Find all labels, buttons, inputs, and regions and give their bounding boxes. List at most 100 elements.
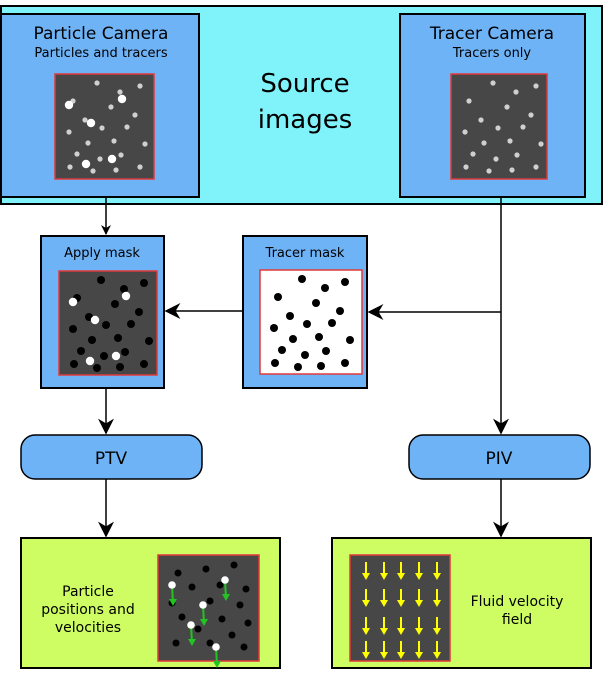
- masked-tracer-dot: [116, 363, 124, 371]
- velocity-vector-head: [362, 573, 370, 580]
- mask-dot: [312, 299, 320, 307]
- particle-camera-image: [54, 73, 155, 180]
- tracer-mask-panel: Tracer mask: [242, 235, 368, 389]
- mask-dot: [289, 335, 297, 343]
- velocity-vector-head: [380, 573, 388, 580]
- particle-camera-subtitle: Particles and tracers: [34, 46, 167, 61]
- source-images-line-1: Source: [260, 69, 349, 99]
- masked-tracer-dot: [93, 364, 101, 372]
- masked-tracer-dot: [218, 615, 226, 623]
- mask-dot: [274, 293, 282, 301]
- piv-output-line-1: Fluid velocity: [471, 594, 564, 610]
- velocity-vector-head: [415, 652, 423, 659]
- tracer-dot: [520, 124, 526, 130]
- mask-dot: [286, 312, 294, 320]
- apply-mask-dots: [68, 276, 153, 372]
- particle-dot: [81, 159, 91, 169]
- masked-tracer-dot: [88, 336, 96, 344]
- particle-dot: [221, 576, 229, 584]
- velocity-vector-head: [380, 652, 388, 659]
- tracer-dot: [514, 152, 520, 158]
- particle-dot: [90, 315, 100, 325]
- tracer-dot: [493, 156, 499, 162]
- tracer-dot: [470, 151, 476, 157]
- masked-tracer-dot: [127, 320, 135, 328]
- masked-tracer-dot: [202, 565, 210, 573]
- particle-dot: [111, 351, 121, 361]
- mask-dot: [270, 324, 278, 332]
- masked-tracer-dot: [77, 347, 85, 355]
- masked-tracer-dot: [236, 601, 244, 609]
- masked-tracer-dot: [114, 334, 122, 342]
- particle-camera-panel: Particle Camera Particles and tracers: [0, 13, 200, 198]
- tracer-dot: [528, 112, 534, 118]
- masked-tracer-dot: [174, 569, 182, 577]
- mask-dot: [294, 363, 302, 371]
- piv-label: PIV: [486, 449, 513, 469]
- tracer-dot: [478, 117, 484, 123]
- particle-dot: [64, 100, 74, 110]
- masked-tracer-dot: [206, 597, 214, 605]
- tracer-dot: [97, 156, 103, 162]
- tracer-dot: [490, 80, 496, 86]
- particle-dot: [107, 154, 117, 164]
- tracer-dot: [66, 129, 72, 135]
- particle-dot: [168, 581, 176, 589]
- tracer-camera-panel: Tracer Camera Tracers only: [399, 13, 586, 198]
- masked-tracer-dot: [97, 276, 105, 284]
- tracer-dot: [111, 138, 117, 144]
- particle-dot: [199, 601, 207, 609]
- masked-tracer-dot: [111, 300, 119, 308]
- mask-dot: [341, 278, 349, 286]
- tracer-dot: [67, 164, 73, 170]
- source-images-line-2: images: [258, 105, 353, 135]
- mask-dot: [336, 307, 344, 315]
- ptv-output-line-1: Particle: [62, 584, 114, 600]
- tracer-mask-dots: [270, 275, 354, 371]
- mask-dot: [301, 351, 309, 359]
- tracer-dot: [538, 141, 544, 147]
- tracer-mask-label: Tracer mask: [265, 246, 345, 261]
- tracer-dot: [507, 138, 513, 144]
- mask-dot: [271, 359, 279, 367]
- particle-velocity-arrowhead: [222, 594, 230, 601]
- velocity-vector-head: [433, 600, 441, 607]
- masked-tracer-dot: [140, 360, 148, 368]
- velocity-vector-head: [415, 600, 423, 607]
- tracer-dot: [132, 112, 138, 118]
- ptv-output-line-2: positions and: [41, 602, 135, 618]
- velocity-vector-head: [415, 573, 423, 580]
- tracer-dot: [137, 83, 143, 89]
- masked-tracer-dot: [244, 619, 252, 627]
- piv-vector-field: [362, 562, 441, 659]
- tracer-dot: [504, 104, 510, 110]
- masked-tracer-dot: [70, 360, 78, 368]
- mask-dot: [346, 336, 354, 344]
- tracer-dot: [466, 98, 472, 104]
- masked-tracer-dot: [140, 279, 148, 287]
- velocity-vector-head: [380, 600, 388, 607]
- tracer-camera-title: Tracer Camera: [429, 24, 554, 44]
- particle-dot: [187, 621, 195, 629]
- tracer-dot: [85, 140, 91, 146]
- velocity-vector-head: [362, 628, 370, 635]
- velocity-vector-head: [433, 573, 441, 580]
- masked-tracer-dot: [242, 585, 250, 593]
- tracer-mask-image: [259, 269, 363, 375]
- mask-dot: [317, 362, 325, 370]
- masked-tracer-dot: [230, 561, 238, 569]
- masked-tracer-dot: [145, 337, 153, 345]
- velocity-vector-head: [397, 652, 405, 659]
- mask-dot: [298, 275, 306, 283]
- masked-tracer-dot: [228, 631, 236, 639]
- tracer-dot: [99, 125, 105, 131]
- tracer-dot: [495, 125, 501, 131]
- tracer-dot: [113, 167, 119, 173]
- tracer-dot: [117, 89, 123, 95]
- tracer-camera-image: [450, 73, 548, 180]
- particle-dot: [85, 356, 95, 366]
- tracer-dot: [513, 89, 519, 95]
- particle-dot: [212, 643, 220, 651]
- particle-dot: [68, 297, 78, 307]
